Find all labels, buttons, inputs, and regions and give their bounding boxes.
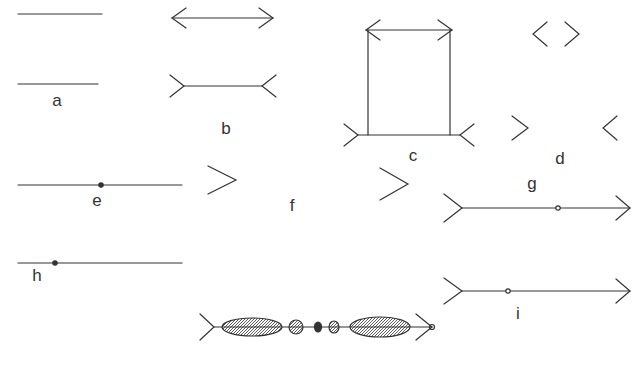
figure-letter: d <box>555 150 564 167</box>
figure-letter: e <box>92 192 101 209</box>
chevron-pair <box>208 166 408 200</box>
dotted-line <box>18 261 182 265</box>
square-figure <box>344 20 474 146</box>
figure-letter: c <box>409 147 418 164</box>
chevrons <box>512 22 617 140</box>
figure-letter: g <box>527 175 536 192</box>
arrow-figure <box>170 8 276 97</box>
figure-letter: b <box>221 120 230 137</box>
figure-letter: i <box>516 305 520 322</box>
arrow-with-dot <box>444 194 630 222</box>
arrow-with-dot <box>444 278 630 304</box>
plain-lines <box>18 14 102 84</box>
figure-letter: h <box>32 267 41 284</box>
dotted-line <box>18 183 182 187</box>
figure-letter: f <box>290 197 295 214</box>
figure-letter: a <box>52 92 61 109</box>
shaded-figure <box>200 314 435 340</box>
